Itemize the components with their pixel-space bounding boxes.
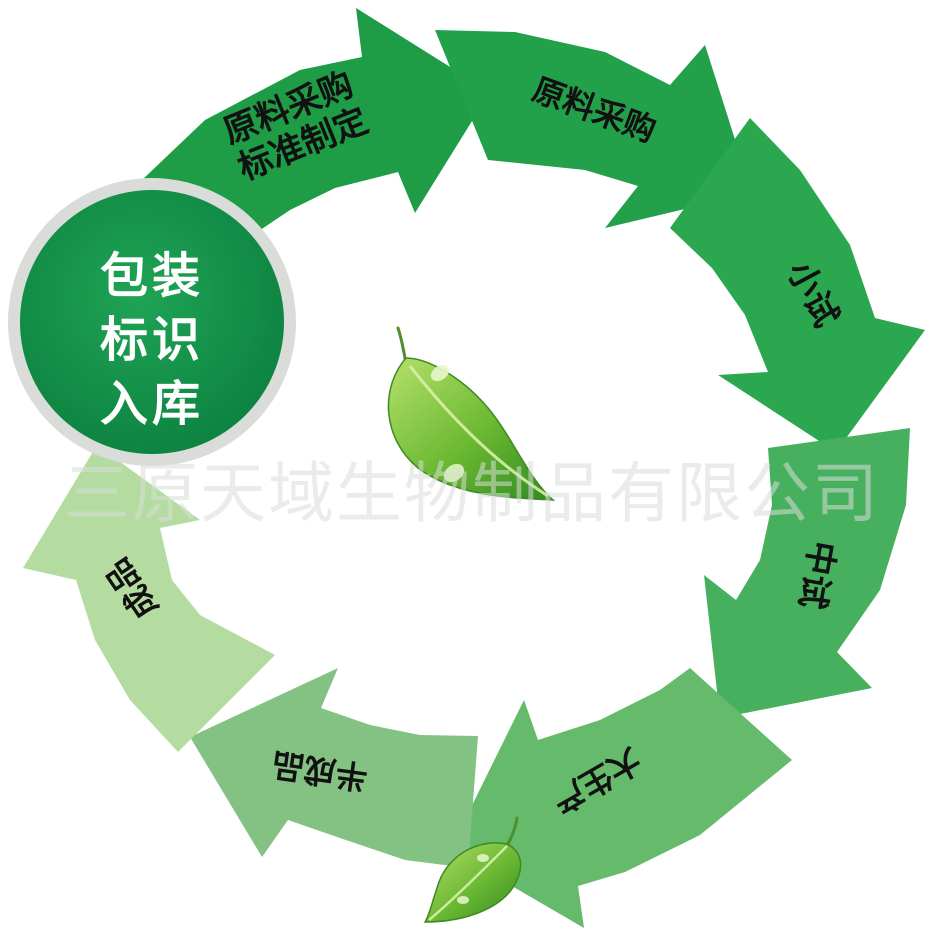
hub-label: 包装 标识 入库 [62,244,242,436]
center-leaf [387,326,556,501]
step-arrow-pilot-trial [704,428,910,718]
step-arrow-raw-material-standard [142,8,490,245]
hub-line-1: 包装 [99,248,204,304]
company-watermark: 三原天域生物制品有限公司 [64,455,880,532]
step-arrow-small-trial [670,118,925,452]
cycle-arrows [23,8,925,928]
hub-circle [8,178,296,466]
step-arrow-mass-production [450,668,792,928]
step-arrow-raw-material-purchase [435,30,752,228]
hub-line-3: 入库 [99,376,204,432]
step-arrow-semi-finished [190,668,478,868]
step-arrow-finished-product [23,445,275,752]
bottom-leaf [423,816,522,923]
hub-line-2: 标识 [99,312,204,368]
